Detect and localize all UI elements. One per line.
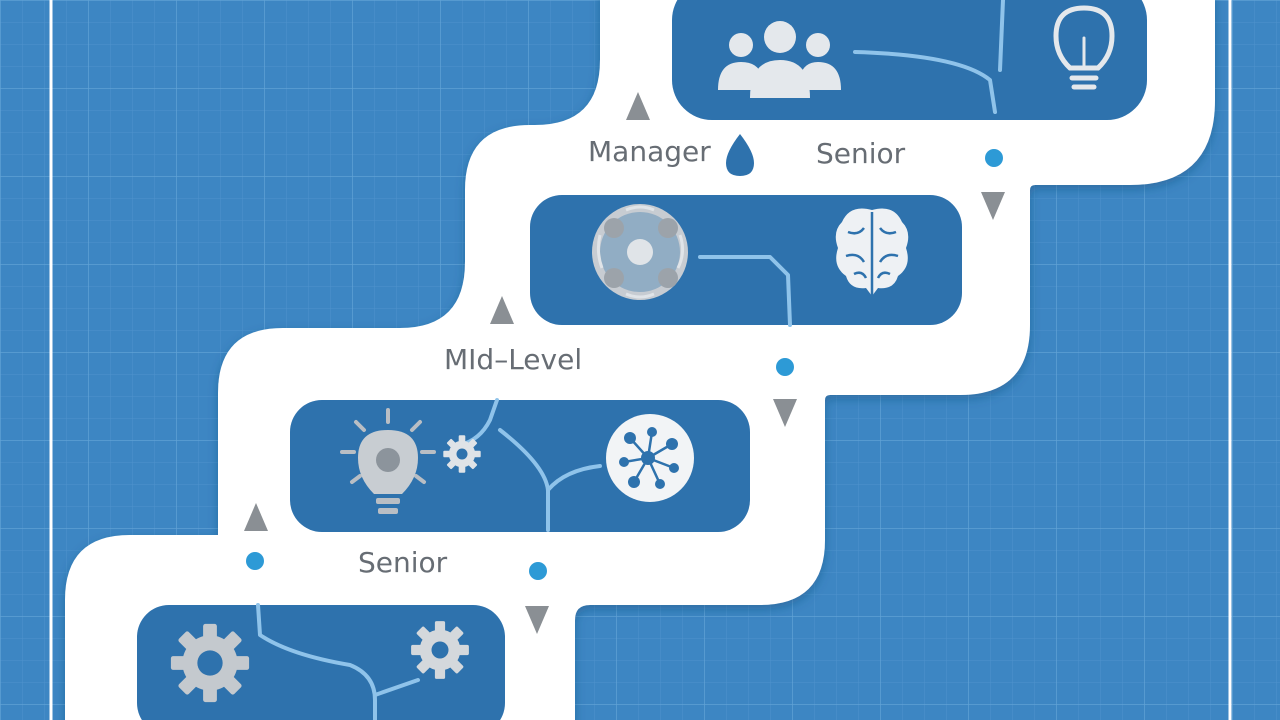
milestone-dot (985, 149, 1003, 167)
stage-label-mid-level: MId–Level (444, 343, 582, 376)
small-gear-icon (411, 621, 469, 679)
milestone-dot (529, 562, 547, 580)
down-arrow (981, 192, 1005, 220)
up-arrow (490, 296, 514, 324)
lightbulb-icon (1053, 5, 1115, 90)
team-icon (718, 21, 841, 98)
up-arrow (244, 503, 268, 531)
down-arrow (525, 606, 549, 634)
panel-top (672, 0, 1147, 120)
milestone-dot (776, 358, 794, 376)
milestone-dot (246, 552, 264, 570)
stage-label-manager: Manager (588, 135, 711, 168)
stage-label-senior-top: Senior (816, 137, 906, 170)
down-arrow (773, 399, 797, 427)
connector-lines (256, 0, 1005, 720)
neural-network-icon (606, 414, 694, 502)
small-cog-icon (443, 435, 481, 473)
milestone-dots (246, 149, 1003, 580)
lightbulb-gear-icon (340, 408, 436, 514)
stage-label-senior-bottom: Senior (358, 546, 448, 579)
career-path-road (65, 0, 1215, 720)
brain-icon (835, 208, 909, 300)
up-arrow (626, 92, 650, 120)
droplet-icon (726, 134, 754, 176)
brain-gears-icon (592, 204, 688, 300)
gear-icon (170, 623, 250, 703)
direction-arrows (244, 92, 1005, 634)
